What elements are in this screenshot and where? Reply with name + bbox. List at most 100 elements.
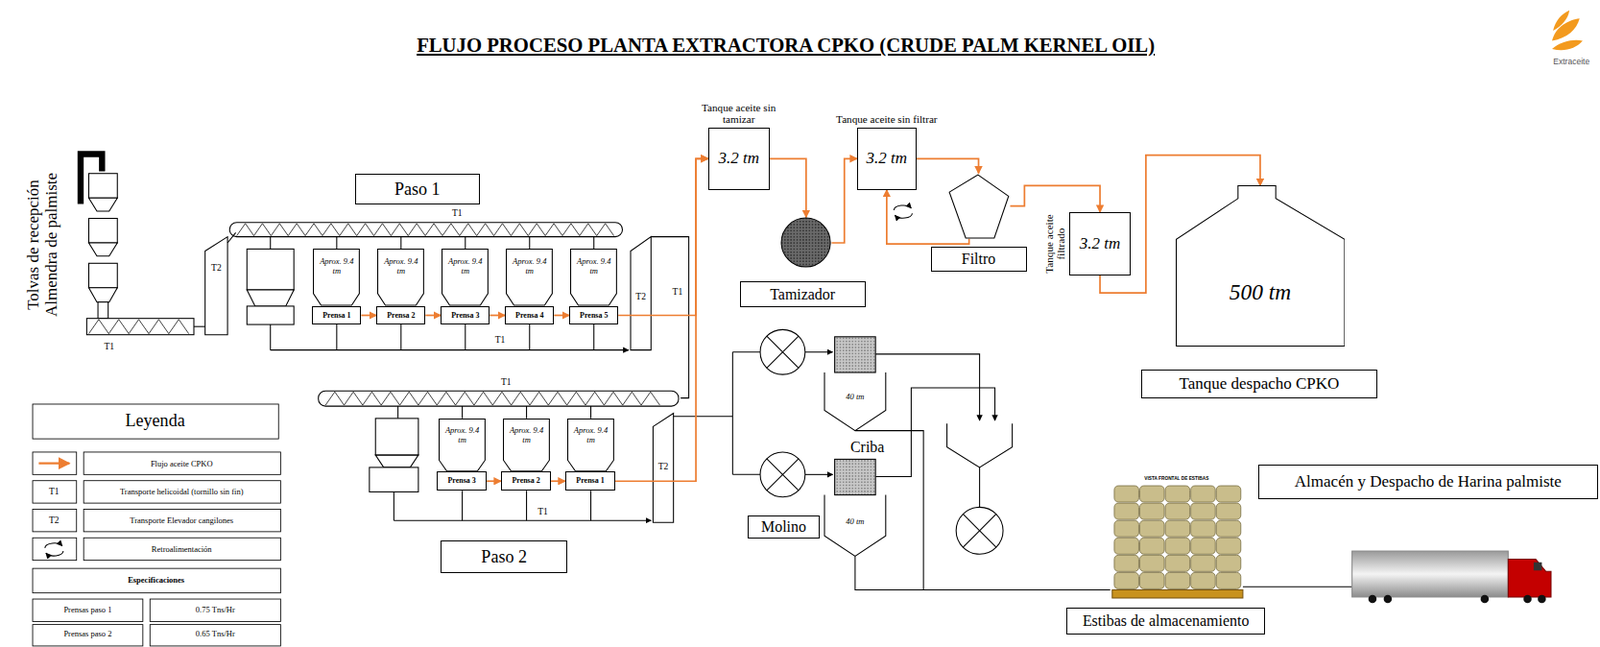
bag — [1165, 502, 1191, 520]
meal-lines — [270, 237, 595, 250]
legend-oil-sample — [38, 462, 70, 465]
diagram-label: Prensas paso 1 — [62, 605, 113, 615]
reception-hoppers — [88, 262, 118, 288]
node-label: Prensa 5 — [579, 311, 608, 320]
hopper-capacity: Aprox. 9.4 tm — [377, 257, 425, 277]
mills — [760, 452, 806, 498]
empty-hoppers — [246, 306, 294, 325]
bag — [1114, 485, 1140, 502]
oil-flow-arrow — [618, 158, 709, 315]
node-label: Prensa 2 — [511, 477, 540, 485]
tank-heading: Tanque aceite sin tamizar — [688, 101, 790, 126]
truck — [1533, 562, 1543, 572]
bag — [1140, 520, 1166, 537]
hopper-outline — [313, 249, 360, 306]
oil-flow-arrow — [615, 158, 709, 481]
diagram-label: Tolvas de recepción Almendra de palmiste — [24, 167, 61, 322]
empty-hoppers — [375, 418, 419, 455]
screw-flight — [237, 223, 615, 237]
truck — [1523, 595, 1532, 604]
meal-lines — [805, 474, 834, 476]
reception-hoppers — [88, 197, 118, 212]
node-label: Prensa 3 — [451, 311, 479, 320]
truck — [1368, 595, 1378, 604]
diagram-label: 40 tm — [844, 392, 865, 402]
conveyors — [229, 222, 622, 238]
reception-hoppers — [88, 242, 118, 257]
node-label: Prensa 4 — [515, 311, 544, 320]
hopper-capacity: Aprox. 9.4 tm — [441, 257, 489, 277]
legend-table — [32, 404, 279, 439]
truck — [1507, 559, 1552, 598]
diagram-label: T1 — [671, 286, 685, 298]
node-label: Prensa 1 — [322, 311, 351, 320]
press-hopper: Aprox. 9.4 tm — [502, 418, 550, 472]
conveyors — [205, 237, 228, 335]
diagram-label: 40 tm — [844, 518, 865, 527]
reception-hoppers — [80, 154, 118, 319]
oil-tank: Tanque aceite sin tamizar3.2 tm — [708, 127, 770, 191]
bag — [1191, 485, 1217, 502]
meal-lines — [805, 351, 834, 353]
hopper-outline — [568, 418, 615, 471]
bag — [1140, 537, 1166, 554]
diagram-label: T1 — [536, 505, 550, 517]
sieves — [835, 458, 877, 495]
company-logo — [1552, 10, 1583, 51]
oil-flow-arrow — [831, 158, 858, 243]
legend-table — [83, 508, 281, 531]
dispatch-tank: 500 tm — [1175, 185, 1345, 347]
process-box: Estibas de almacenamiento — [1066, 607, 1266, 636]
legend-table — [32, 404, 281, 646]
mills — [760, 329, 806, 375]
bag — [1165, 572, 1191, 589]
node-label: Almacén y Despacho de Harina palmiste — [1294, 473, 1562, 490]
meal-lines — [875, 387, 995, 477]
node-label: Molino — [761, 519, 807, 535]
node-label: Prensa 2 — [386, 311, 415, 320]
oil-flow-arrow — [769, 158, 807, 217]
node-label: Prensa 1 — [575, 477, 604, 485]
legend-text: Transporte Elevador cangilones — [129, 515, 234, 526]
drawing-part — [893, 205, 912, 218]
press-box: Prensa 3 — [436, 471, 487, 491]
process-box: Tanque despacho CPKO — [1141, 369, 1379, 399]
tank-shape — [1175, 186, 1344, 347]
meal-lines — [398, 405, 592, 419]
diagram-label: T1 — [47, 486, 61, 498]
diagram-label: Especificaciones — [126, 575, 186, 585]
mills — [955, 506, 1003, 554]
sieve-drum-outline — [781, 218, 831, 268]
diagram-label: VISTA FRONTAL DE ESTIBAS — [1143, 476, 1210, 481]
hopper-capacity: Aprox. 9.4 tm — [312, 257, 360, 277]
label-frame: Filtro — [931, 246, 1027, 272]
meal-lines — [673, 352, 761, 476]
meal-lines — [1242, 586, 1353, 588]
oil-flow-arrow — [486, 479, 502, 482]
press-box: Prensa 2 — [376, 306, 426, 325]
tank-capacity: 3.2 tm — [866, 148, 908, 168]
meal-lines — [824, 372, 886, 431]
label-frame: Tamizador — [740, 281, 866, 308]
legend-table — [32, 598, 144, 621]
bag — [1191, 537, 1217, 554]
hopper-capacity: Aprox. 9.4 tm — [505, 257, 553, 277]
mills — [760, 329, 1003, 554]
sieves — [835, 336, 877, 496]
drawing-part — [45, 543, 64, 556]
unit-label: Tamizador — [769, 286, 836, 303]
bag — [1191, 554, 1217, 572]
diagram-title: FLUJO PROCESO PLANTA EXTRACTORA CPKO (CR… — [377, 34, 1195, 57]
legend-table — [83, 452, 281, 475]
conveyors — [630, 237, 651, 351]
meal-lines — [650, 237, 689, 399]
legend-text: Flujo aceite CPKO — [150, 458, 214, 469]
bag — [1216, 485, 1242, 502]
legend-text: Transporte helicoidal (tornillo sin fin) — [119, 486, 244, 497]
bag — [1140, 554, 1166, 572]
meal-lines — [979, 467, 980, 507]
diagram-label: T2 — [210, 262, 223, 273]
diagram-label: T1 — [451, 208, 464, 219]
mills — [962, 513, 997, 548]
